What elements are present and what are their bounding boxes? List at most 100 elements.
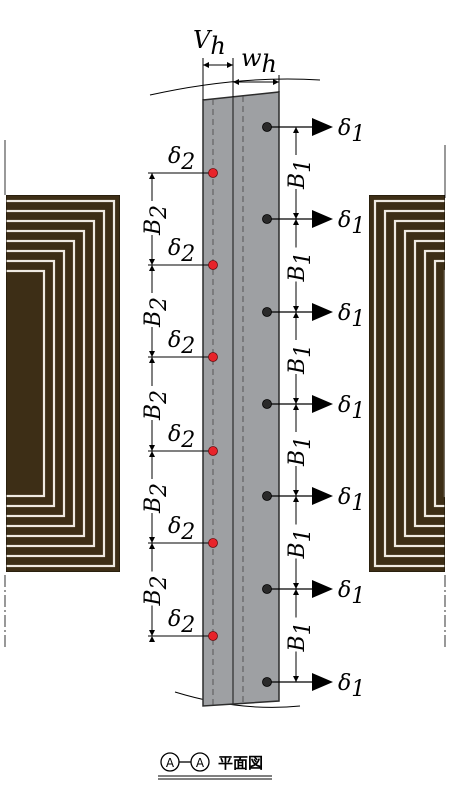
w-label: wh	[241, 44, 277, 78]
black-fastener-dot	[262, 677, 272, 687]
b1-arrowhead	[293, 490, 299, 496]
b2-label-bg	[144, 479, 160, 513]
b2-label: B2	[141, 390, 172, 421]
v-label: Vh	[193, 26, 226, 60]
b2-arrowhead	[149, 445, 155, 451]
top-dimensions: Vh wh	[193, 26, 280, 100]
b1-arrowhead	[293, 219, 299, 225]
timber-grain-ring	[423, 249, 445, 518]
b1-label: B1	[285, 251, 316, 282]
delta-2-label: δ2	[168, 422, 195, 453]
red-fastener-dot	[208, 538, 218, 548]
b2-arrowhead	[149, 537, 155, 543]
black-fastener-dot	[262, 584, 272, 594]
timber-grain-ring	[6, 199, 116, 568]
black-fastener-dot	[262, 307, 272, 317]
timber-grain-ring	[6, 239, 76, 528]
timber-grain-ring	[443, 269, 445, 498]
delta-1-label: δ1	[338, 393, 365, 424]
b2-arrowhead	[149, 543, 155, 549]
red-fastener-dot	[208, 168, 218, 178]
delta-1-label: δ1	[338, 116, 365, 147]
timber-grain-ring	[403, 229, 445, 538]
delta-1-label: δ1	[338, 208, 365, 239]
timber-grain-ring	[393, 219, 445, 548]
delta-2-label: δ2	[168, 236, 195, 267]
timber-grain-ring	[373, 199, 445, 568]
b1-arrowhead	[293, 589, 299, 595]
b1-arrowhead	[293, 496, 299, 502]
b1-label: B1	[285, 436, 316, 467]
delta-1-label: δ1	[338, 301, 365, 332]
b2-arrowhead	[149, 265, 155, 271]
timber-grain-ring	[6, 209, 106, 558]
b2-label-bg	[144, 293, 160, 327]
delta-1-label: δ1	[338, 671, 365, 702]
black-fastener-dot	[262, 122, 272, 132]
section-marker-right	[190, 752, 210, 772]
delta-1-arrow	[312, 118, 333, 136]
timber-grain-ring	[6, 249, 66, 518]
b1-arrowhead	[293, 213, 299, 219]
timber-grain-ring	[413, 239, 445, 528]
delta-1-arrow	[312, 210, 333, 228]
delta-2-label: δ2	[168, 607, 195, 638]
b1-arrowhead	[293, 127, 299, 133]
b1-label-bg	[288, 247, 304, 282]
b1-arrowhead	[293, 398, 299, 404]
timber-grain-ring	[6, 259, 56, 508]
section-marker-left-label: A	[166, 756, 175, 770]
steel-plate	[202, 91, 280, 707]
delta-1-label: δ1	[338, 578, 365, 609]
b1-arrowhead	[293, 404, 299, 410]
b2-arrowhead	[149, 173, 155, 179]
delta-1-arrow	[312, 487, 333, 505]
left-timber-block	[6, 195, 120, 572]
b2-arrowhead	[149, 259, 155, 265]
timber-body	[369, 195, 445, 572]
v-arrowheads	[203, 62, 233, 68]
b2-arrowhead	[149, 630, 155, 636]
b2-arrowhead	[149, 357, 155, 363]
b1-arrowhead	[293, 312, 299, 318]
plate-body	[202, 91, 280, 707]
b2-label: B2	[141, 205, 172, 236]
black-fastener-dot	[262, 214, 272, 224]
b2-label: B2	[141, 297, 172, 328]
delta-2-label: δ2	[168, 514, 195, 545]
red-fastener-dot	[208, 352, 218, 362]
b1-label: B1	[285, 621, 316, 652]
b1-label-bg	[288, 432, 304, 466]
delta-1-arrow	[312, 395, 333, 413]
black-fastener-dot	[262, 491, 272, 501]
section-marker-right-label: A	[196, 756, 205, 770]
b2-label-bg	[144, 386, 160, 420]
delta-2-label: δ2	[168, 144, 195, 175]
delta-1-arrow	[312, 673, 333, 691]
b1-label-bg	[288, 524, 304, 559]
caption-text: 平面図	[218, 754, 263, 772]
red-fastener-dot	[208, 446, 218, 456]
b2-label: B2	[141, 575, 172, 606]
timber-grain-ring	[6, 219, 96, 548]
b1-arrowhead	[293, 306, 299, 312]
delta-1-arrow	[312, 580, 333, 598]
right-timber-block	[369, 195, 445, 572]
b1-label: B1	[285, 344, 316, 375]
b2-arrowhead	[149, 636, 155, 642]
timber-grain-ring	[383, 209, 445, 558]
delta-1-arrow	[312, 303, 333, 321]
b2-label-bg	[144, 201, 160, 235]
b2-label: B2	[141, 483, 172, 514]
b1-label-bg	[288, 155, 304, 189]
b1-label: B1	[285, 528, 316, 559]
red-fastener-dot	[208, 260, 218, 270]
red-fastener-dot	[208, 631, 218, 641]
timber-grain-ring	[6, 229, 86, 538]
timber-grain-ring	[6, 269, 46, 498]
black-fastener-dot	[262, 399, 272, 409]
caption: A A 平面図	[158, 752, 272, 780]
b1-label: B1	[285, 159, 316, 190]
